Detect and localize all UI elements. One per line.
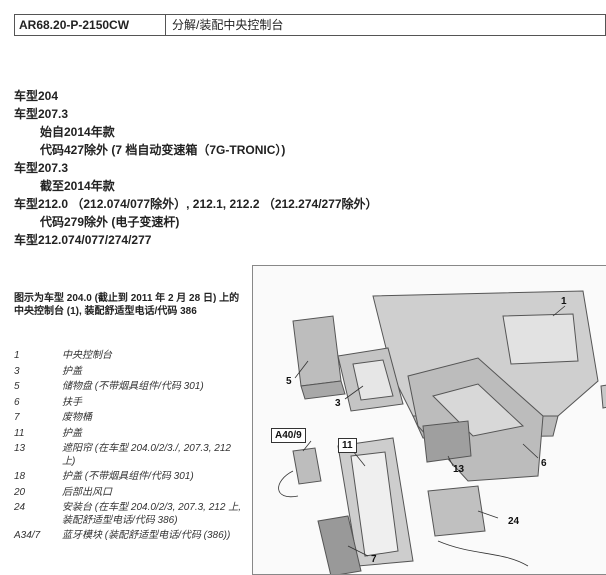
document-code: AR68.20-P-2150CW	[15, 15, 166, 35]
applicability-line: 车型204	[14, 89, 59, 103]
applicability-line: 截至2014年款	[40, 179, 115, 193]
legend-item: 5 储物盘 (不带烟具组件/代码 301)	[14, 381, 246, 394]
legend-number: 7	[14, 412, 20, 423]
legend-description: 护盖 (不带烟具组件/代码 301)	[62, 471, 194, 482]
callout-label: A40/9	[271, 428, 306, 443]
document-title: 分解/装配中央控制台	[172, 18, 284, 32]
legend-description: 后部出风口	[62, 486, 112, 498]
applicability-line: 始自2014年款	[40, 125, 115, 139]
legend-item: 1 中央控制台	[14, 350, 246, 363]
callout-label: 13	[453, 464, 465, 475]
legend-item: 13 遮阳帘 (在车型 204.0/2/3./, 207.3, 212 上)	[14, 443, 246, 468]
legend-description: 护盖	[62, 427, 82, 439]
legend-number: 11	[14, 427, 25, 439]
applicability-line: 车型207.3	[14, 107, 69, 121]
callout-label: 1	[561, 296, 567, 307]
legend-item: 20 后部出风口	[14, 487, 246, 500]
exploded-view-figure: 1 5 3 A40/9 11 6 13 24 7	[252, 265, 606, 575]
legend-number: 20	[14, 486, 26, 498]
legend-item: 7 废物桶	[14, 412, 246, 425]
callout-label: 7	[371, 554, 377, 565]
legend-item: A34/7 蓝牙模块 (装配舒适型电话/代码 (386))	[14, 530, 246, 543]
legend-description: 护盖	[62, 365, 82, 377]
legend-description: 废物桶	[62, 412, 92, 423]
applicability-line: 代码279除外 (电子变速杆)	[40, 215, 180, 229]
legend-item: 3 护盖	[14, 366, 246, 379]
applicability-line: 车型212.074/077/274/277	[14, 233, 152, 247]
legend-description: 扶手	[62, 396, 82, 408]
document-header: AR68.20-P-2150CW 分解/装配中央控制台	[14, 14, 606, 36]
legend-item: 6 扶手	[14, 397, 246, 410]
callout-label: 3	[335, 398, 341, 409]
legend-number: 5	[14, 381, 20, 392]
legend-number: 6	[14, 396, 20, 408]
legend-description: 储物盘 (不带烟具组件/代码 301)	[62, 381, 204, 392]
applicability-line: 车型207.3	[14, 161, 69, 175]
legend-item: 11 护盖	[14, 428, 246, 441]
legend-item: 24 安装台 (在车型 204.0/2/3, 207.3, 212 上, 装配舒适…	[14, 502, 246, 527]
figure-caption: 图示为车型 204.0 (截止到 2011 年 2 月 28 日) 上的中央控制…	[14, 293, 240, 317]
callout-label: 24	[508, 516, 520, 527]
legend-number: 24	[14, 502, 26, 513]
parts-legend: 1 中央控制台 3 护盖 5 储物盘 (不带烟具组件/代码 301) 6 扶手 7 废物桶…	[14, 350, 246, 546]
callout-label: 5	[286, 376, 292, 387]
callout-label: 6	[541, 458, 547, 469]
legend-description: 安装台 (在车型 204.0/2/3, 207.3, 212 上, 装配舒适型电…	[62, 502, 241, 526]
legend-number: A34/7	[14, 530, 41, 541]
applicability-list: 车型204 车型207.3 始自2014年款 代码427除外 (7 档自动变速箱…	[14, 87, 378, 249]
legend-number: 13	[14, 443, 26, 454]
legend-number: 18	[14, 471, 26, 482]
callout-label: 11	[338, 438, 357, 453]
legend-item: 18 护盖 (不带烟具组件/代码 301)	[14, 471, 246, 484]
applicability-line: 代码427除外 (7 档自动变速箱（7G-TRONIC）)	[40, 143, 286, 157]
console-illustration	[278, 290, 606, 574]
applicability-line: 车型212.0 （212.074/077除外）, 212.1, 212.2 （2…	[14, 197, 378, 211]
legend-description: 中央控制台	[62, 350, 112, 361]
legend-description: 蓝牙模块 (装配舒适型电话/代码 (386))	[62, 530, 231, 541]
legend-description: 遮阳帘 (在车型 204.0/2/3./, 207.3, 212 上)	[62, 443, 231, 467]
legend-number: 3	[14, 365, 20, 377]
legend-number: 1	[14, 350, 20, 361]
